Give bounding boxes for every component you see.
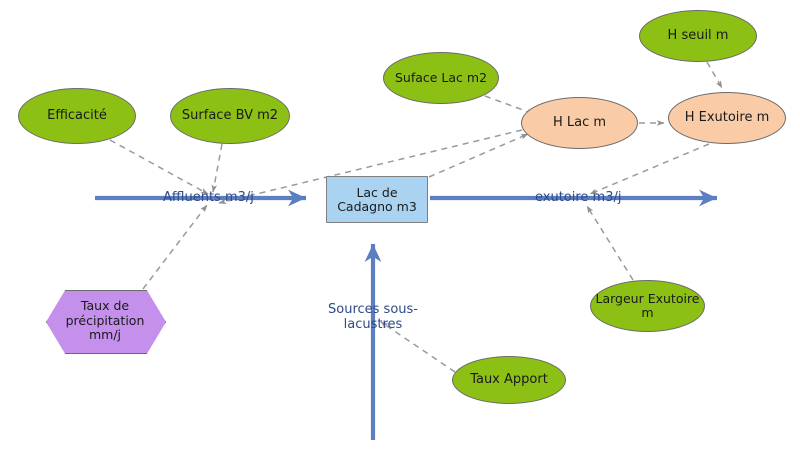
node-largeur-exutoire-m[interactable]: Largeur Exutoire m xyxy=(590,280,705,332)
node-h-seuil-m[interactable]: H seuil m xyxy=(639,10,757,62)
link-taux-precip-to-affluents xyxy=(142,204,208,290)
link-largeur-exutoire-to-exutoire xyxy=(586,205,634,281)
node-efficacite[interactable]: Efficacité xyxy=(18,88,136,144)
hexagon-shape xyxy=(46,290,166,354)
link-lac-cadagno-to-h-lac xyxy=(428,133,529,178)
link-efficacite-to-affluents xyxy=(109,139,209,195)
node-taux-de-precipitation[interactable]: Taux de précipitation mm/j xyxy=(46,290,166,354)
node-lac-de-cadagno-m3[interactable]: Lac de Cadagno m3 xyxy=(326,176,428,223)
link-h-exutoire-to-exutoire xyxy=(589,143,710,195)
node-taux-apport[interactable]: Taux Apport xyxy=(452,356,566,404)
link-surface-bv-to-affluents xyxy=(211,143,223,193)
link-h-seuil-to-h-exutoire xyxy=(706,61,723,89)
node-taux-de-precipitation-label: Taux de précipitation mm/j xyxy=(65,298,145,343)
flow-label-exutoire: exutoire m3/j xyxy=(535,190,622,205)
node-h-exutoire-m[interactable]: H Exutoire m xyxy=(668,92,786,144)
node-h-lac-m[interactable]: H Lac m xyxy=(521,97,638,149)
flow-label-sources-sous-lacustres: Sources sous- lacustres xyxy=(328,302,418,332)
flow-label-affluents: Affluents m3/j xyxy=(163,190,254,205)
node-surface-bv-m2[interactable]: Surface BV m2 xyxy=(170,88,290,144)
node-suface-lac-m2[interactable]: Suface Lac m2 xyxy=(383,52,499,104)
